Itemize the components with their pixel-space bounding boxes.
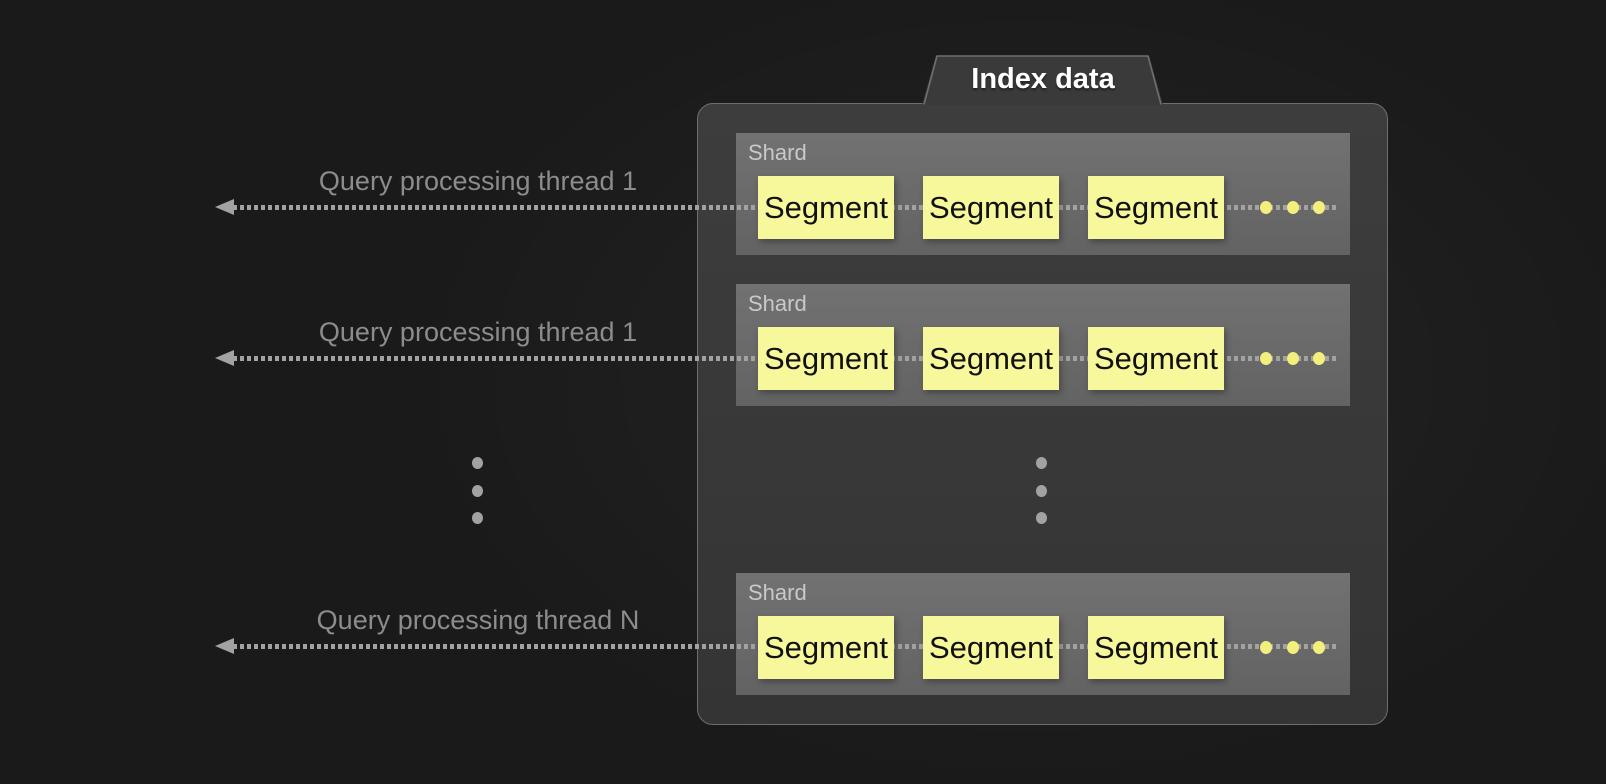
segment-ellipsis-dot — [1313, 352, 1325, 365]
index-data-tab — [922, 55, 1163, 105]
arrowhead-left-icon — [215, 350, 234, 366]
segment-box: Segment — [923, 616, 1059, 679]
segment-box: Segment — [923, 327, 1059, 390]
vertical-ellipsis-shards-dot — [1036, 485, 1047, 497]
segment-box: Segment — [758, 616, 894, 679]
shard-box-3: Shard Segment Segment Segment — [736, 573, 1350, 695]
shard-label: Shard — [748, 140, 807, 165]
segment-ellipsis-dot — [1260, 352, 1272, 365]
query-thread-label-3: Query processing thread N — [316, 605, 640, 635]
segment-box: Segment — [1088, 176, 1224, 239]
vertical-ellipsis-threads-dot — [472, 457, 483, 469]
tab-border — [923, 55, 1162, 105]
segment-ellipsis-dot — [1287, 352, 1299, 365]
vertical-ellipsis-shards-dot — [1036, 512, 1047, 524]
vertical-ellipsis-threads-dot — [472, 485, 483, 497]
shard-box-1: Shard Segment Segment Segment — [736, 133, 1350, 255]
segment-box: Segment — [758, 327, 894, 390]
shard-box-2: Shard Segment Segment Segment — [736, 284, 1350, 406]
arrowhead-left-icon — [215, 199, 234, 215]
shard-label: Shard — [748, 580, 807, 605]
tab-shape — [922, 55, 1163, 105]
arrowhead-left-icon — [215, 638, 234, 654]
segment-box: Segment — [758, 176, 894, 239]
query-thread-label-2: Query processing thread 1 — [318, 317, 638, 347]
segment-ellipsis-dot — [1313, 201, 1325, 214]
segment-ellipsis-dot — [1287, 201, 1299, 214]
shard-label: Shard — [748, 291, 807, 316]
query-thread-label-1: Query processing thread 1 — [318, 166, 638, 196]
segment-box: Segment — [1088, 616, 1224, 679]
segment-ellipsis-dot — [1260, 641, 1272, 654]
vertical-ellipsis-shards-dot — [1036, 457, 1047, 469]
segment-ellipsis-dot — [1260, 201, 1272, 214]
vertical-ellipsis-threads-dot — [472, 512, 483, 524]
index-data-tab-label: Index data — [971, 63, 1115, 95]
segment-ellipsis-dot — [1287, 641, 1299, 654]
segment-box: Segment — [1088, 327, 1224, 390]
segment-ellipsis-dot — [1313, 641, 1325, 654]
segment-box: Segment — [923, 176, 1059, 239]
